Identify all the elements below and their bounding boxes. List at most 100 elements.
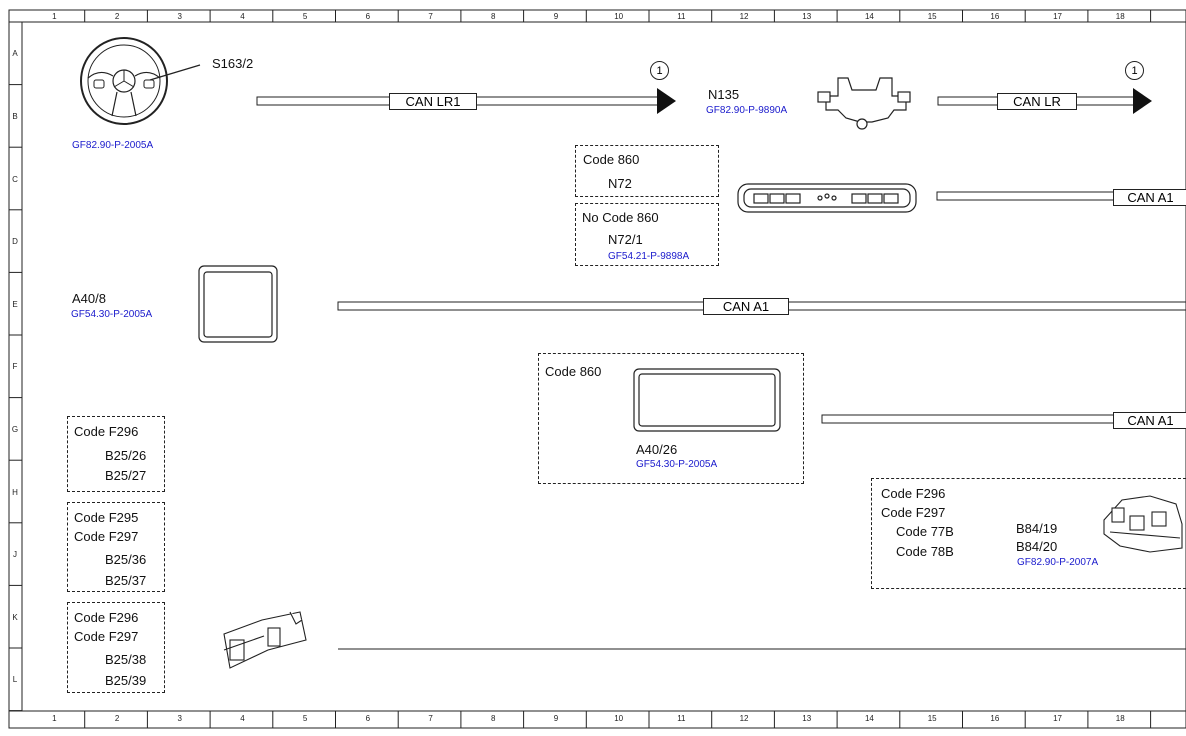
- sensor-b25-38-label: B25/38: [105, 652, 147, 667]
- ruler-column-label: 8: [491, 12, 496, 21]
- ruler-row-label: D: [12, 237, 18, 247]
- code-box-f295-j-code1: Code F295: [74, 510, 139, 525]
- code-box-n72-1-ref-link[interactable]: GF54.21-P-9898A: [608, 251, 690, 262]
- ruler-column-label: 6: [365, 12, 371, 21]
- ruler-column-label: 17: [1053, 714, 1062, 723]
- ruler-column-label: 18: [1115, 714, 1125, 723]
- ruler-column-label: 1: [52, 12, 57, 21]
- display-a40-8-ref-link[interactable]: GF54.30-P-2005A: [71, 309, 153, 320]
- code-box-n72-code: Code 860: [583, 152, 640, 167]
- ruler-column-label: 5: [302, 714, 308, 723]
- display-a40-26-icon: [633, 368, 781, 432]
- ruler-row-label: B: [12, 111, 18, 121]
- ruler-column-label: 10: [614, 12, 624, 21]
- code-box-a40-26-code: Code 860: [545, 364, 602, 379]
- code-box-f296-h-code1: Code F296: [881, 486, 946, 501]
- code-box-f295-j: [67, 502, 165, 592]
- ruler-row-label: K: [12, 612, 18, 622]
- ruler-column-label: 18: [1115, 12, 1125, 21]
- code-box-f295-j-code2: Code F297: [74, 529, 139, 544]
- ruler-column-label: 12: [739, 714, 749, 723]
- ruler-column-label: 1: [52, 714, 57, 723]
- overhead-control-panel-icon: [737, 183, 917, 213]
- can-a1-label-g: CAN A1: [1113, 412, 1186, 429]
- ruler-column-label: 7: [428, 12, 433, 21]
- ruler-column-label: 2: [114, 714, 120, 723]
- code-box-f296-h: [871, 478, 1186, 589]
- ruler-row-label: C: [12, 174, 18, 184]
- ruler-column-label: 13: [802, 12, 812, 21]
- ruler-column-label: 16: [990, 714, 1000, 723]
- can-a1-bus-g: [821, 414, 1186, 424]
- code-box-f296-h-code2: Code F297: [881, 505, 946, 520]
- ruler-column-label: 11: [677, 12, 686, 21]
- ruler-row-label: E: [12, 299, 18, 309]
- sensor-b84-19-label: B84/19: [1016, 521, 1058, 536]
- ruler-column-label: 4: [240, 714, 245, 723]
- ruler-column-label: 14: [864, 12, 874, 21]
- ruler-row-label: H: [12, 487, 18, 497]
- sensor-b25-36-label: B25/36: [105, 552, 147, 567]
- ruler-column-label: 11: [677, 714, 686, 723]
- code-box-f296-l-code2: Code F297: [74, 629, 139, 644]
- sensor-b84-20-label: B84/20: [1016, 539, 1058, 554]
- sensor-b84-ref-link[interactable]: GF82.90-P-2007A: [1017, 557, 1099, 568]
- ruler-column-label: 13: [802, 714, 812, 723]
- display-a40-8-label: A40/8: [72, 291, 106, 306]
- camera-label: N135: [708, 87, 740, 102]
- ruler-row-label: J: [13, 550, 17, 560]
- steering-wheel-icon: [80, 37, 201, 125]
- can-a1-label-e: CAN A1: [703, 298, 789, 315]
- can-lr1-label: CAN LR1: [389, 93, 477, 110]
- ruler-column-label: 6: [365, 714, 371, 723]
- sensor-assembly-b84-icon: [1103, 495, 1183, 553]
- code-box-f296-l-code1: Code F296: [74, 610, 139, 625]
- can-a1-label-c: CAN A1: [1113, 189, 1186, 206]
- sensor-b25-37-label: B25/37: [105, 573, 147, 588]
- ruler-row-label: F: [12, 362, 18, 372]
- camera-ref-link[interactable]: GF82.90-P-9890A: [706, 105, 788, 116]
- ruler-column-label: 9: [553, 714, 559, 723]
- ruler-row-label: L: [12, 675, 18, 685]
- sensor-b25-27-label: B25/27: [105, 468, 147, 483]
- ruler-column-label: 3: [177, 714, 182, 723]
- code-box-n72-1-label: N72/1: [608, 232, 643, 247]
- ruler-column-label: 12: [739, 12, 749, 21]
- can-a1-bus-c: [936, 191, 1186, 201]
- sensor-bracket-icon: [223, 611, 307, 669]
- code-box-f296-h-code4: Code 78B: [896, 544, 954, 559]
- can-lr-label: CAN LR: [997, 93, 1077, 110]
- ruler-column-label: 5: [302, 12, 308, 21]
- ruler-column-label: 7: [428, 714, 433, 723]
- connection-marker-2: 1: [1125, 61, 1144, 80]
- camera-bracket-icon: [817, 77, 911, 130]
- code-box-n72-1-code: No Code 860: [582, 210, 659, 225]
- ruler-column-label: 8: [491, 714, 496, 723]
- code-box-f296-h-code3: Code 77B: [896, 524, 954, 539]
- ruler-column-label: 17: [1053, 12, 1062, 21]
- display-a40-8-icon: [198, 265, 278, 343]
- ruler-column-label: 10: [614, 714, 624, 723]
- ruler-row-label: G: [11, 424, 19, 434]
- display-a40-26-label: A40/26: [636, 442, 678, 457]
- code-box-n72-label: N72: [608, 176, 632, 191]
- connection-marker-1: 1: [650, 61, 669, 80]
- ruler-column-label: 15: [927, 714, 937, 723]
- ruler-column-label: 15: [927, 12, 937, 21]
- display-a40-26-ref-link[interactable]: GF54.30-P-2005A: [636, 459, 718, 470]
- ruler-column-label: 4: [240, 12, 245, 21]
- steering-wheel-ref-link[interactable]: GF82.90-P-2005A: [72, 140, 154, 151]
- sensor-b25-26-label: B25/26: [105, 448, 147, 463]
- ruler-row-label: A: [12, 49, 18, 59]
- ruler-column-label: 2: [114, 12, 120, 21]
- ruler-column-label: 9: [553, 12, 559, 21]
- code-box-n72: [575, 145, 719, 197]
- ruler-column-label: 16: [990, 12, 1000, 21]
- code-box-f296-g: [67, 416, 165, 492]
- ruler-column-label: 3: [177, 12, 182, 21]
- code-box-a40-26: [538, 353, 804, 484]
- code-box-f296-g-code: Code F296: [74, 424, 139, 439]
- sensor-b25-39-label: B25/39: [105, 673, 147, 688]
